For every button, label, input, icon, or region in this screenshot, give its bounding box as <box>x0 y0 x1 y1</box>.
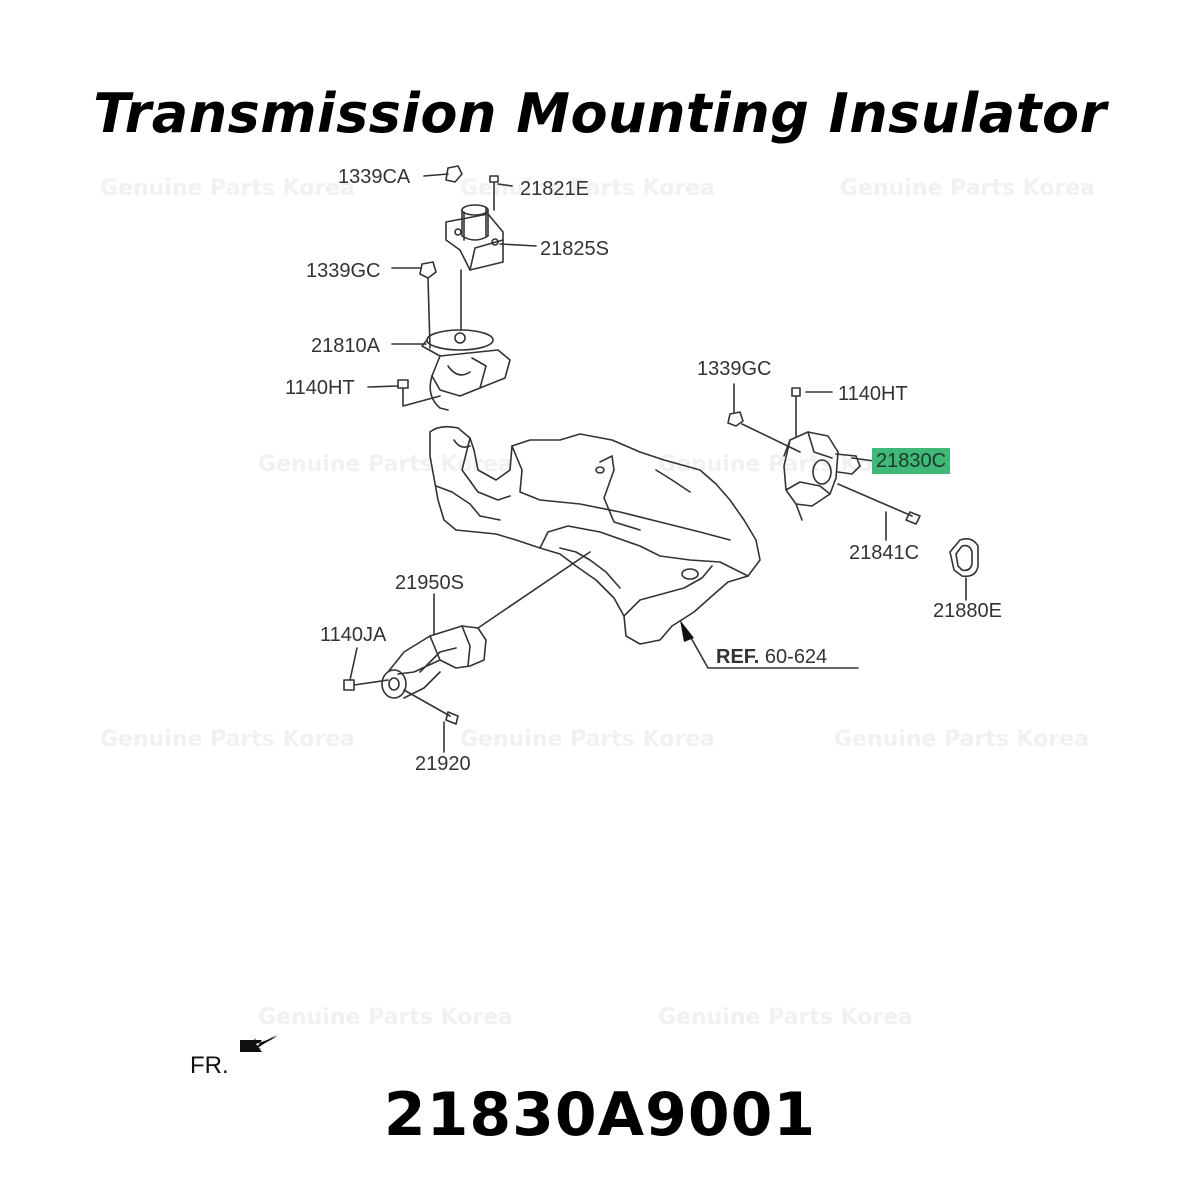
label-21825S: 21825S <box>540 238 609 260</box>
engine-mount-insulator-21810A <box>421 329 511 411</box>
ref-prefix: REF. <box>716 646 760 668</box>
watermark: Genuine Parts Korea <box>258 1005 513 1030</box>
bolt-21841C <box>837 483 921 525</box>
bolt-21920 <box>403 689 459 725</box>
label-1339GC-right: 1339GC <box>697 358 772 380</box>
upper-bracket-21825S <box>445 204 504 271</box>
ref-arrow-icon <box>680 620 694 642</box>
watermark: Genuine Parts Korea <box>840 176 1095 201</box>
front-label: FR. <box>190 1052 229 1079</box>
watermark: Genuine Parts Korea <box>460 727 715 752</box>
watermark: Genuine Parts Korea <box>258 452 513 477</box>
transmission-mount-insulator-21830C <box>783 431 861 521</box>
bolt-1140HT-right <box>791 387 801 437</box>
label-21830C-highlighted: 21830C <box>872 448 951 474</box>
ring-21880E <box>949 538 979 578</box>
label-1140HT-right: 1140HT <box>838 383 908 405</box>
ref-label: REF. 60-624 <box>716 646 827 668</box>
label-21920: 21920 <box>415 753 471 775</box>
label-21821E: 21821E <box>520 178 589 200</box>
nut-1339CA <box>445 165 463 183</box>
watermark: Genuine Parts Korea <box>834 727 1089 752</box>
nut-1339GC-right <box>727 411 744 427</box>
roll-rod-bracket-21950S <box>381 551 591 699</box>
label-1339CA: 1339CA <box>338 166 411 188</box>
label-21810A: 21810A <box>311 335 380 357</box>
crossmember <box>429 425 761 645</box>
nut-1339GC-upper <box>419 261 437 279</box>
label-21950S: 21950S <box>395 572 464 594</box>
part-number: 21830A9001 <box>383 1080 817 1150</box>
page-title: Transmission Mounting Insulator <box>93 82 1107 145</box>
watermark: Genuine Parts Korea <box>100 727 355 752</box>
ref-code: 60-624 <box>764 646 828 668</box>
watermark: Genuine Parts Korea <box>460 176 715 201</box>
label-21841C: 21841C <box>849 542 920 564</box>
bolt-21821E <box>489 175 499 211</box>
label-21880E: 21880E <box>933 600 1002 622</box>
label-1339GC-upper: 1339GC <box>306 260 381 282</box>
watermark: Genuine Parts Korea <box>658 1005 913 1030</box>
watermark: Genuine Parts Korea <box>100 176 355 201</box>
label-1140HT-upper: 1140HT <box>285 377 355 399</box>
label-1140JA: 1140JA <box>320 624 387 646</box>
